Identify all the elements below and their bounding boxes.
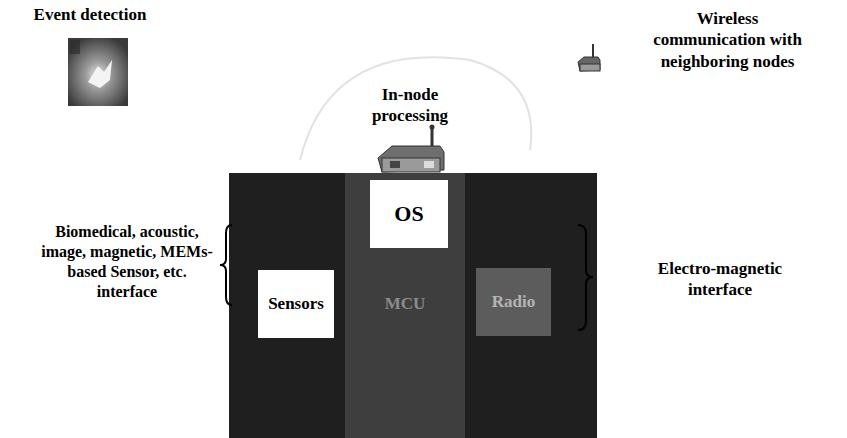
right-brace [578, 225, 593, 330]
faint-arc [300, 57, 531, 160]
node-text: Sensors [268, 293, 324, 314]
left-brace [220, 225, 232, 305]
label-text: Biomedical, acoustic, image, magnetic, M… [36, 222, 218, 302]
sensors-box: Sensors [258, 270, 334, 338]
label-text: Electro-magnetic interface [640, 258, 800, 301]
mcu-band [345, 173, 465, 438]
wireless-node-icon [578, 44, 600, 71]
processing-label: In-node processing [345, 84, 475, 127]
event-label: Event detection [25, 4, 155, 25]
radio-interface-label: Electro-magnetic interface [640, 258, 800, 301]
node-text: Radio [492, 291, 535, 312]
node-text: MCU [385, 293, 426, 314]
radio-box: Radio [476, 268, 551, 336]
mcu-band-label: MCU [345, 270, 465, 338]
label-text: In-node processing [345, 84, 475, 127]
event-photo [68, 38, 128, 106]
sensor-node-icon [378, 125, 444, 173]
wireless-label: Wireless communication with neighboring … [640, 8, 815, 72]
label-text: Wireless communication with neighboring … [640, 8, 815, 72]
label-text: Event detection [25, 4, 155, 25]
os-box: OS [370, 180, 448, 248]
node-text: OS [394, 200, 423, 228]
node-housing [229, 173, 597, 438]
sensor-interface-label: Biomedical, acoustic, image, magnetic, M… [36, 222, 218, 302]
